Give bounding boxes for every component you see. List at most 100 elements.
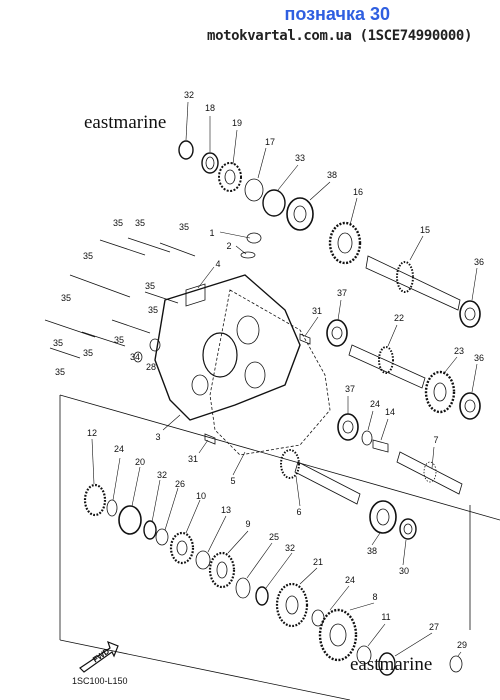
circlip-32-right bbox=[255, 586, 269, 606]
sprocket-gear bbox=[218, 162, 242, 192]
gear-16-hub bbox=[337, 232, 353, 254]
bearing-38-lower-inner bbox=[376, 508, 390, 526]
gear-9 bbox=[208, 551, 236, 589]
washer-25 bbox=[235, 577, 251, 599]
callout-16: 16 bbox=[353, 187, 363, 197]
callout-17: 17 bbox=[265, 137, 275, 147]
gasket-5 bbox=[209, 289, 331, 456]
snap-ring bbox=[262, 189, 286, 217]
bearing-36-mid bbox=[459, 392, 481, 420]
callout-27: 27 bbox=[429, 622, 439, 632]
diagram-code: 1SC100-L150 bbox=[72, 676, 128, 686]
bearing-37-upper bbox=[326, 319, 348, 347]
callout-37: 37 bbox=[337, 288, 347, 298]
fwd-arrow bbox=[79, 640, 119, 673]
gear-16 bbox=[328, 221, 362, 265]
bearing-27 bbox=[378, 652, 396, 676]
source-subtitle: motokvartal.com.ua (1SCE74990000) bbox=[207, 28, 472, 44]
callout-6: 6 bbox=[296, 507, 301, 517]
cap-1 bbox=[246, 232, 262, 244]
gear-9-hub bbox=[216, 561, 228, 579]
washer-24-right bbox=[311, 609, 325, 627]
washer-inner bbox=[205, 156, 215, 170]
callout-15: 15 bbox=[420, 225, 430, 235]
leader-lines bbox=[91, 101, 478, 657]
seal-30 bbox=[399, 518, 417, 540]
callout-8: 8 bbox=[372, 592, 377, 602]
callout-34: 34 bbox=[130, 352, 140, 362]
cap-29 bbox=[449, 655, 463, 673]
callout-26: 26 bbox=[175, 479, 185, 489]
gear-8-hub bbox=[329, 623, 347, 647]
bolt-35-g bbox=[111, 319, 151, 334]
cover-bore-a bbox=[202, 332, 238, 378]
callout-23: 23 bbox=[454, 346, 464, 356]
callout-35: 35 bbox=[145, 281, 155, 291]
bolt-35-d bbox=[69, 274, 131, 298]
washer bbox=[201, 152, 219, 174]
gear-10-hub bbox=[176, 540, 188, 556]
dowel-31-top bbox=[299, 333, 311, 345]
bolt-35-i bbox=[49, 347, 81, 359]
callout-32: 32 bbox=[157, 470, 167, 480]
callout-24: 24 bbox=[114, 444, 124, 454]
callout-30: 30 bbox=[399, 566, 409, 576]
callout-5: 5 bbox=[230, 476, 235, 486]
bushing-13 bbox=[195, 550, 211, 570]
callout-19: 19 bbox=[232, 118, 242, 128]
frame-line-top bbox=[59, 394, 500, 521]
bearing-38-lower bbox=[369, 500, 397, 534]
callout-18: 18 bbox=[205, 103, 215, 113]
callout-22: 22 bbox=[394, 313, 404, 323]
gear-21 bbox=[275, 582, 309, 628]
callout-24: 24 bbox=[345, 575, 355, 585]
gear-8 bbox=[318, 608, 358, 662]
callout-3: 3 bbox=[155, 432, 160, 442]
oring bbox=[244, 178, 264, 202]
page-title: позначка 30 bbox=[284, 4, 390, 24]
frame-line-bottom bbox=[59, 639, 351, 700]
callout-35: 35 bbox=[113, 218, 123, 228]
callout-33: 33 bbox=[295, 153, 305, 163]
washer-26 bbox=[155, 528, 169, 546]
callout-32: 32 bbox=[285, 543, 295, 553]
cover-bore-c bbox=[244, 361, 266, 389]
shaft-22 bbox=[348, 344, 426, 389]
gear-10 bbox=[169, 531, 195, 565]
callout-13: 13 bbox=[221, 505, 231, 515]
upper-bearing bbox=[286, 197, 314, 231]
callout-29: 29 bbox=[457, 640, 467, 650]
callout-35: 35 bbox=[61, 293, 71, 303]
bolt-35-a bbox=[99, 239, 146, 256]
dog-clutch-20 bbox=[118, 505, 142, 535]
shaft-15 bbox=[365, 255, 461, 311]
bearing-36-top bbox=[459, 300, 481, 328]
shaft-15-gear bbox=[396, 261, 414, 293]
callout-1: 1 bbox=[209, 228, 214, 238]
washer-28 bbox=[149, 338, 161, 352]
dowel-31-bottom bbox=[204, 433, 216, 445]
gear-23 bbox=[424, 370, 456, 414]
gear-21-hub bbox=[285, 595, 299, 615]
callout-36: 36 bbox=[474, 353, 484, 363]
callout-35: 35 bbox=[114, 335, 124, 345]
oring-2 bbox=[240, 251, 256, 259]
callout-35: 35 bbox=[135, 218, 145, 228]
callout-25: 25 bbox=[269, 532, 279, 542]
bolt-35-c bbox=[159, 242, 196, 257]
cover-bore-b bbox=[236, 315, 260, 345]
callout-37: 37 bbox=[345, 384, 355, 394]
washer-24-left bbox=[106, 499, 118, 517]
callout-7: 7 bbox=[433, 435, 438, 445]
shaft-6 bbox=[294, 461, 361, 505]
callout-28: 28 bbox=[146, 362, 156, 372]
callout-38: 38 bbox=[367, 546, 377, 556]
bearing-36-top-inner bbox=[464, 307, 476, 321]
watermark-top: eastmarine bbox=[84, 112, 167, 133]
callout-14: 14 bbox=[385, 407, 395, 417]
callout-35: 35 bbox=[55, 367, 65, 377]
callout-10: 10 bbox=[196, 491, 206, 501]
callout-21: 21 bbox=[313, 557, 323, 567]
gear-12 bbox=[83, 483, 107, 517]
